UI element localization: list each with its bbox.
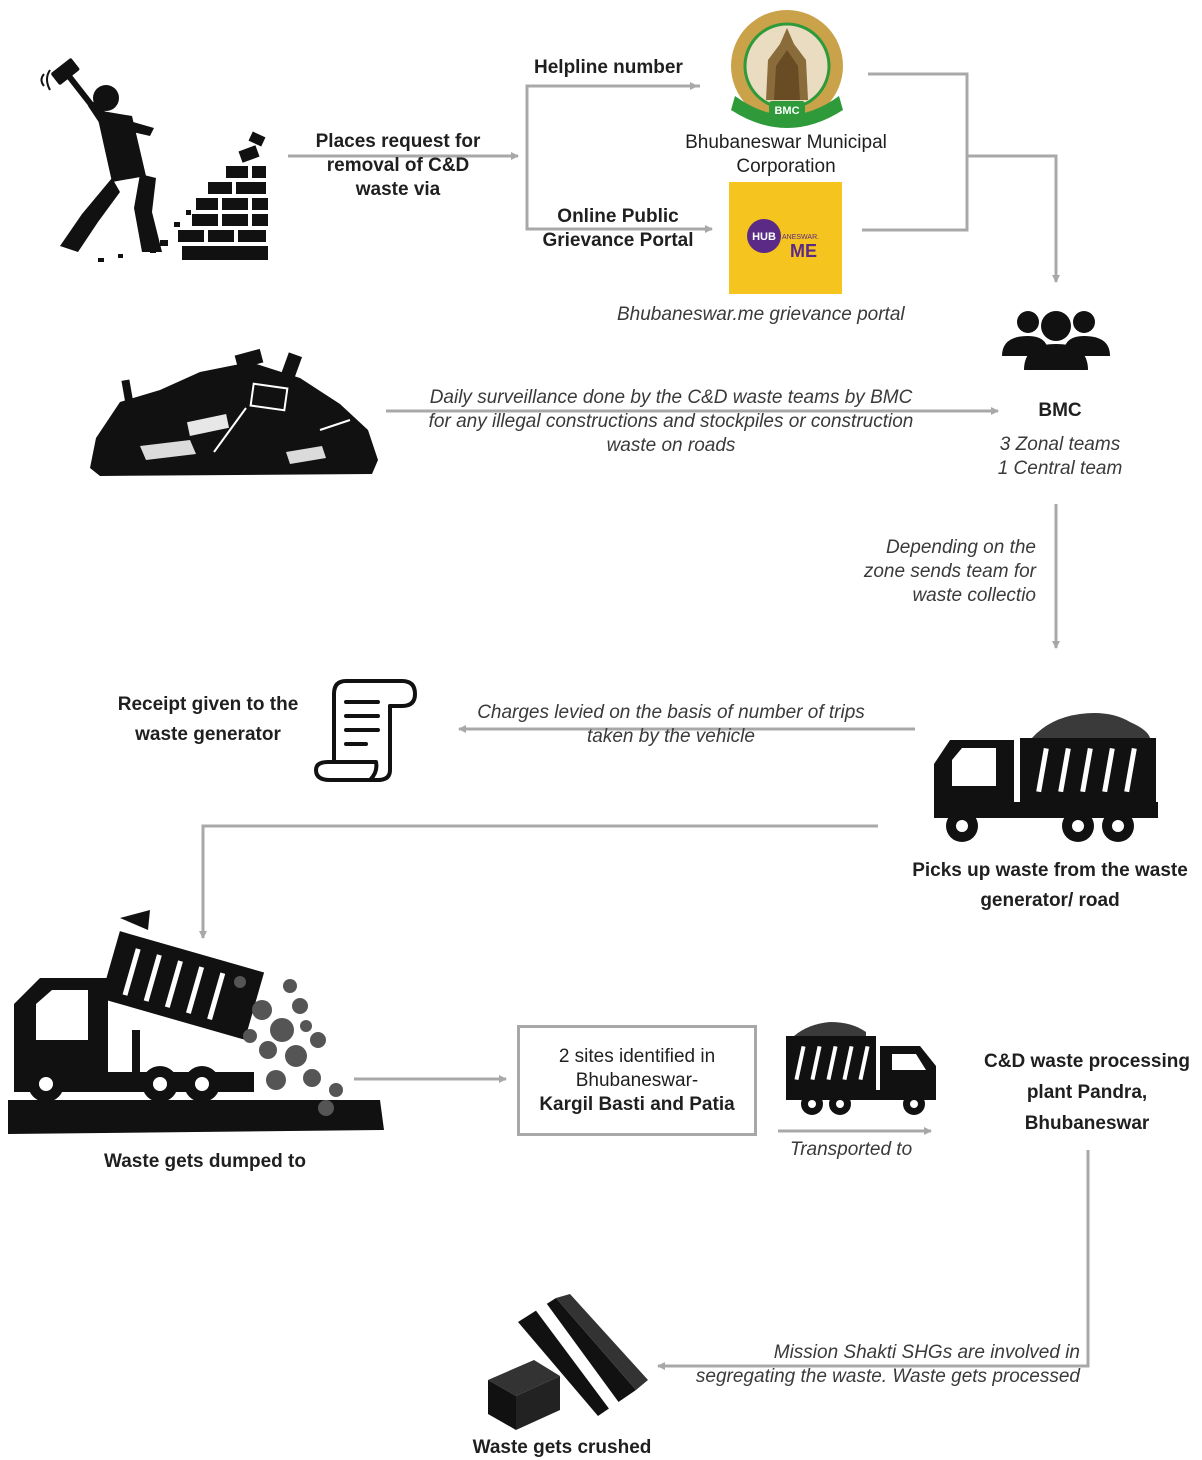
- charges-label: Charges levied on the basis of number of…: [477, 702, 865, 747]
- teams-label: 3 Zonal teams 1 Central team: [997, 434, 1123, 479]
- sites-box: 2 sites identified in Bhubaneswar- Kargi…: [517, 1025, 757, 1136]
- debris-pile-icon: [90, 348, 378, 476]
- sites-line-1: 2 sites identified in: [558, 1045, 716, 1067]
- places-request-label: Places request for removal of C&D waste …: [315, 131, 481, 200]
- bmc-label: BMC: [1038, 400, 1082, 421]
- transported-label: Transported to: [790, 1139, 913, 1160]
- arrow-truck-to-dump: [199, 824, 878, 939]
- brick-wall: [98, 131, 268, 262]
- sites-line-3: Kargil Basti and Patia: [539, 1093, 735, 1115]
- bhubaneswar-me-logo: HUB ANESWAR. ME: [729, 182, 842, 294]
- helpline-label: Helpline number: [534, 57, 683, 78]
- plant-label: C&D waste processing plant Pandra, Bhuba…: [984, 1051, 1190, 1134]
- depending-label: Depending on the zone sends team for was…: [863, 537, 1036, 606]
- shakti-label: Mission Shakti SHGs are involved in segr…: [695, 1342, 1080, 1387]
- crushed-label: Waste gets crushed: [472, 1437, 652, 1458]
- online-portal-label: Online Public Grievance Portal: [542, 206, 694, 251]
- worker-demolishing-wall-icon: [40, 58, 268, 262]
- dumped-label: Waste gets dumped to: [104, 1151, 306, 1172]
- receipt-label: Receipt given to the waste generator: [117, 694, 299, 745]
- merge-line: [862, 72, 969, 232]
- receipt-scroll-icon: [314, 679, 417, 782]
- portal-me-text: ME: [790, 241, 817, 261]
- bmc-logo: BMC: [731, 10, 843, 128]
- portal-hub-text: HUB: [752, 231, 776, 243]
- dumping-truck-icon: [8, 910, 384, 1134]
- surveillance-label: Daily surveillance done by the C&D waste…: [428, 387, 914, 456]
- sites-line-2: Bhubaneswar-: [575, 1069, 699, 1091]
- connectors: [199, 72, 1090, 1370]
- portal-name-text: ANESWAR.: [782, 234, 819, 241]
- arrow-to-bmc: [967, 154, 1060, 283]
- crushed-blocks-icon: [488, 1294, 648, 1430]
- arrow-plant-to-crushed: [657, 1150, 1090, 1370]
- bmc-name-label: Bhubaneswar Municipal Corporation: [685, 132, 887, 177]
- picks-up-label: Picks up waste from the waste generator/…: [912, 860, 1188, 911]
- small-dump-truck-icon: [786, 1022, 936, 1115]
- people-group-icon: [1002, 311, 1110, 370]
- portal-caption: Bhubaneswar.me grievance portal: [617, 304, 905, 325]
- loaded-dump-truck-icon: [934, 713, 1158, 842]
- bmc-badge-text: BMC: [774, 105, 799, 117]
